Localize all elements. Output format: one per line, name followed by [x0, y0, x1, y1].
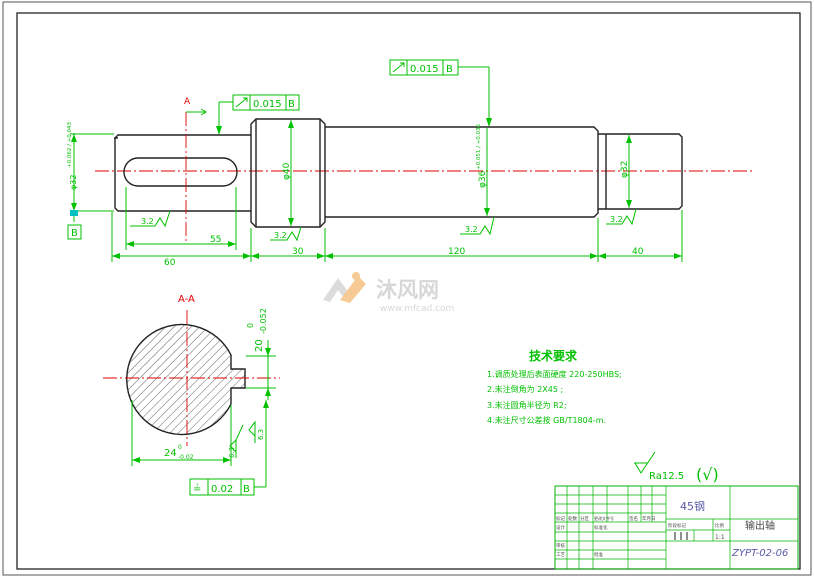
roughness-mark-3: 3.2 — [460, 216, 495, 236]
tb-header-sign: 签名 — [629, 515, 638, 522]
section-hatch — [126, 323, 246, 436]
main-view: A 0.015 B 0.015 B — [67, 59, 752, 268]
dia-32-left: φ32 — [69, 175, 78, 190]
runout-left-value: 0.015 — [253, 99, 282, 110]
surface-finish-paren: (√) — [696, 465, 719, 484]
general-surface-finish: Ra12.5 (√) — [634, 451, 719, 484]
datum-b: B φ32 +0.062 / +0.043 — [67, 121, 114, 240]
tech-req-item-3: 3.未注圆角半径为 R2; — [487, 400, 567, 410]
roughness-mark-4: 3.2 — [606, 208, 637, 226]
section-view: A-A 20 0 -0.052 24 0 -0.02 6.3 6.3 — [103, 294, 280, 496]
tb-row-std: 标准化 — [594, 524, 608, 531]
tb-header-docno: 更改文件号 — [594, 515, 614, 521]
tb-row-review: 审核 — [556, 542, 565, 549]
surface-finish-value: Ra12.5 — [649, 471, 684, 482]
tb-row-approve: 批准 — [594, 551, 603, 558]
roughness-6-3-b — [248, 420, 256, 443]
len-40: 40 — [632, 247, 644, 257]
roughness-r3: 3.2 — [465, 225, 478, 234]
roughness-r1: 3.2 — [141, 217, 154, 226]
watermark-url: www.mfcad.com — [380, 304, 454, 314]
dia-36: φ36 — [478, 170, 488, 188]
tb-row-design: 设计 — [556, 524, 565, 531]
roughness-6-3-b-text: 6.3 — [257, 429, 265, 440]
runout-frame-top: 0.015 B — [389, 59, 492, 127]
roughness-mark-1: 3.2 — [130, 210, 171, 228]
key-width-lower: -0.02 — [178, 454, 194, 461]
tb-stage-label: 阶段标记 — [668, 522, 686, 529]
len-60: 60 — [164, 258, 176, 268]
tb-header-zone: 分区 — [580, 515, 589, 522]
runout-left-datum: B — [288, 99, 295, 110]
tb-header-count: 处数 — [568, 515, 577, 522]
key-depth-upper: 0 — [246, 323, 255, 328]
key-width: 24 — [164, 448, 177, 459]
runout-top-value: 0.015 — [410, 64, 439, 75]
tb-part-name: 输出轴 — [745, 519, 775, 532]
len-55: 55 — [210, 235, 221, 245]
datum-label: B — [71, 228, 78, 239]
tb-header-date: 年月日 — [642, 515, 656, 522]
tech-requirements: 技术要求 1.调质处理后表面硬度 220-250HBS; 2.未注倒角为 2X4… — [487, 348, 622, 425]
tb-drawing-no: ZYPT-02-06 — [731, 548, 788, 559]
shaft-outline — [114, 118, 683, 228]
dia-32-left-tol: +0.062 / +0.043 — [67, 121, 73, 168]
runout-top-datum: B — [446, 64, 453, 75]
tech-req-item-4: 4.未注尺寸公差按 GB/T1804-m. — [487, 415, 606, 425]
tb-header-mark: 标记 — [556, 515, 565, 522]
key-depth: 20 — [254, 339, 265, 352]
section-arrow — [186, 108, 207, 116]
roughness-r4: 3.2 — [610, 215, 623, 224]
title-block: 45钢 输出轴 ZYPT-02-06 标记 处数 分区 更改文件号 签名 年月日… — [554, 485, 799, 570]
dia-40: φ40 — [282, 162, 292, 180]
section-title: A-A — [178, 294, 195, 305]
watermark-brand: 沐风网 — [376, 278, 439, 302]
key-depth-lower: -0.052 — [259, 308, 268, 334]
key-width-upper: 0 — [178, 444, 182, 451]
symmetry-symbol: ≟ — [193, 483, 201, 495]
symmetry-datum: B — [243, 484, 250, 495]
len-120: 120 — [448, 247, 465, 257]
runout-frame-left: 0.015 B — [216, 94, 300, 135]
symmetry-frame: ≟ 0.02 B — [189, 400, 269, 496]
tb-scale-value: 1:1 — [715, 534, 725, 541]
tech-req-item-1: 1.调质处理后表面硬度 220-250HBS; — [487, 369, 622, 379]
dia-40-dim: φ40 — [282, 120, 294, 226]
roughness-6-3-a — [229, 424, 244, 458]
watermark: 沐风网 www.mfcad.com — [323, 272, 454, 314]
roughness-6-3-a-text: 6.3 — [228, 447, 236, 458]
tb-material: 45钢 — [680, 500, 705, 513]
extension-lines — [111, 187, 683, 262]
tb-row-process: 工艺 — [556, 552, 565, 558]
tb-scale-label: 比例 — [715, 522, 724, 529]
tech-req-item-2: 2.未注倒角为 2X45 ; — [487, 384, 563, 394]
dia-36-dim: φ36 +0.051 / +0.036 — [476, 123, 490, 216]
section-mark: A — [184, 97, 191, 107]
dia-32-right-dim: φ32 — [620, 135, 632, 208]
sheet-inner-border — [16, 12, 801, 570]
watermark-logo — [323, 272, 366, 303]
symmetry-value: 0.02 — [211, 484, 233, 495]
roughness-mark-2: 3.2 — [270, 226, 302, 242]
roughness-r2: 3.2 — [274, 231, 287, 240]
len-30: 30 — [292, 247, 304, 257]
keyway-slot — [123, 157, 238, 187]
tech-req-title: 技术要求 — [529, 348, 578, 363]
dia-32-right: φ32 — [620, 161, 630, 178]
dia-36-tol: +0.051 / +0.036 — [476, 123, 482, 170]
length-dims: 60 55 30 120 40 — [112, 235, 682, 268]
